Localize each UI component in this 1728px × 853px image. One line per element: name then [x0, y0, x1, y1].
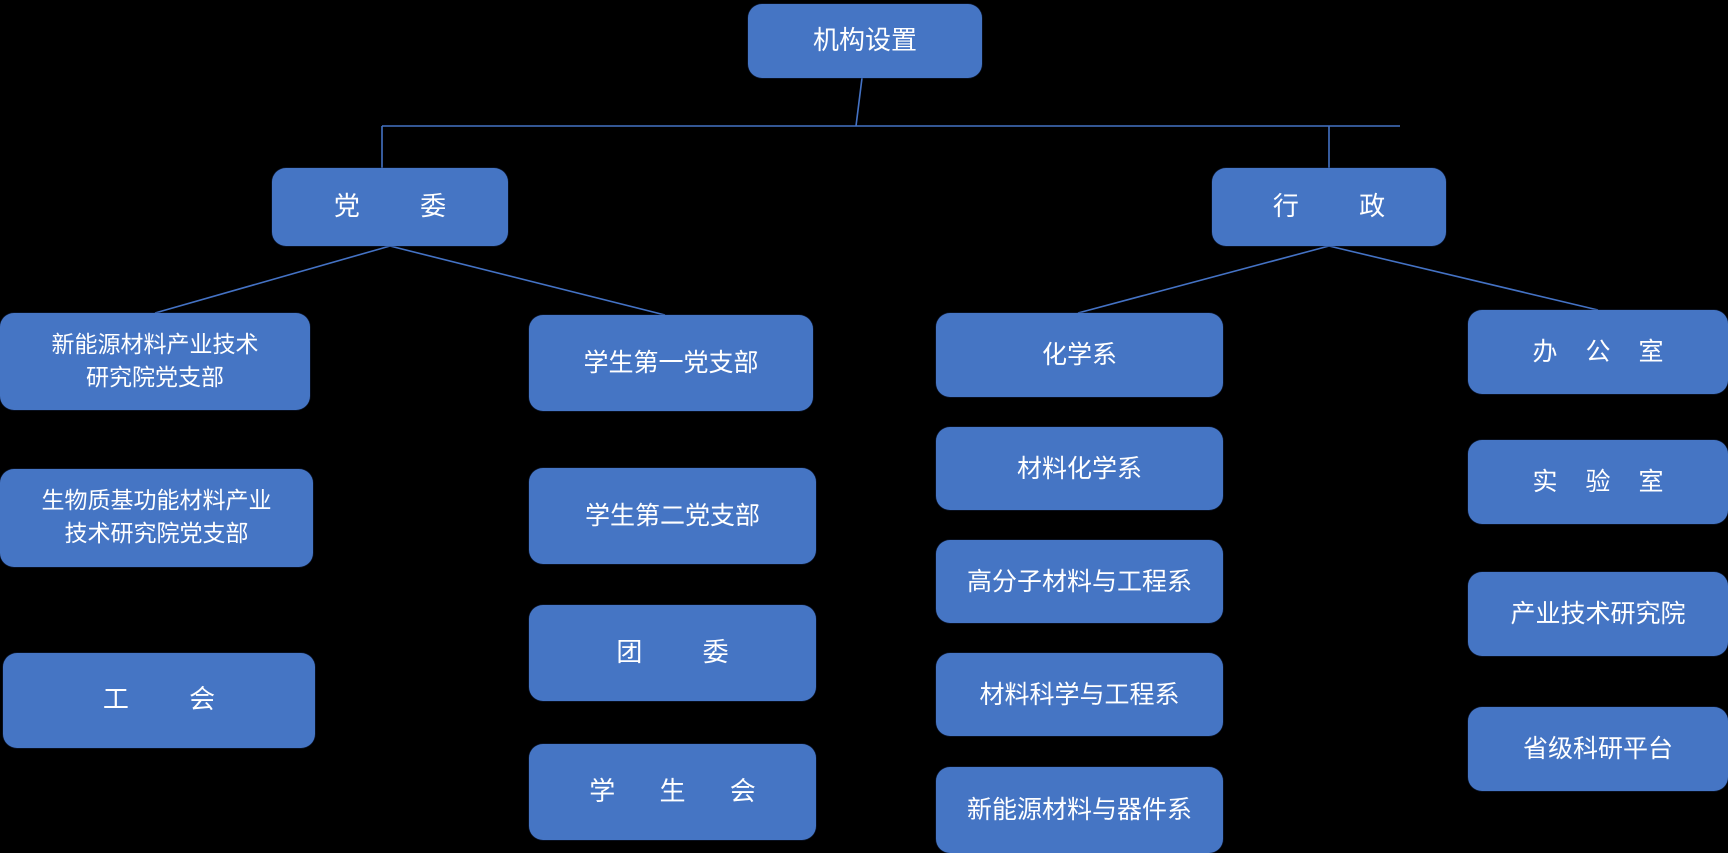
node-leaf-party-1-label: 生物质基功能材料产业 技术研究院党支部 — [41, 488, 272, 547]
node-leaf-admin-7-label: 产业技术研究院 — [1510, 599, 1686, 629]
node-leaf-admin-0-label: 化学系 — [1041, 340, 1117, 370]
node-leaf-admin-2[interactable]: 高分子材料与工程系 — [936, 540, 1223, 623]
connector-admin-to-col3 — [1077, 245, 1330, 314]
node-root[interactable]: 机构设置 — [748, 4, 982, 78]
node-leaf-party-0-label: 新能源材料产业技术 研究院党支部 — [51, 331, 259, 391]
node-leaf-party-3[interactable]: 学生第一党支部 — [529, 315, 813, 411]
node-branch-admin[interactable]: 行 政 — [1212, 168, 1446, 246]
node-leaf-party-2[interactable]: 工 会 — [3, 653, 315, 748]
node-leaf-party-5[interactable]: 团 委 — [529, 605, 816, 701]
connector-party-to-col1 — [154, 245, 391, 314]
node-leaf-admin-5[interactable]: 办 公 室 — [1468, 310, 1728, 394]
node-leaf-party-3-label: 学生第一党支部 — [583, 348, 759, 378]
node-leaf-admin-6[interactable]: 实 验 室 — [1468, 440, 1728, 524]
node-leaf-admin-3[interactable]: 材料科学与工程系 — [936, 653, 1223, 736]
node-leaf-party-0[interactable]: 新能源材料产业技术 研究院党支部 — [0, 313, 310, 410]
node-leaf-admin-1-label: 材料化学系 — [1016, 453, 1142, 483]
node-leaf-admin-5-label: 办 公 室 — [1532, 337, 1674, 367]
node-leaf-admin-3-label: 材料科学与工程系 — [979, 679, 1180, 709]
connector-party-to-col2 — [389, 245, 666, 316]
node-leaf-admin-2-label: 高分子材料与工程系 — [966, 566, 1192, 596]
node-leaf-admin-8-label: 省级科研平台 — [1522, 734, 1673, 764]
node-leaf-party-4[interactable]: 学生第二党支部 — [529, 468, 816, 564]
node-leaf-admin-4-label: 新能源材料与器件系 — [966, 795, 1192, 825]
node-leaf-party-1[interactable]: 生物质基功能材料产业 技术研究院党支部 — [0, 469, 313, 567]
node-leaf-admin-4[interactable]: 新能源材料与器件系 — [936, 767, 1223, 853]
node-leaf-admin-6-label: 实 验 室 — [1532, 467, 1674, 497]
node-leaf-party-6-label: 学 生 会 — [589, 776, 774, 807]
node-branch-party[interactable]: 党 委 — [272, 168, 508, 246]
node-root-label: 机构设置 — [812, 25, 917, 56]
node-leaf-party-5-label: 团 委 — [616, 637, 755, 668]
connector-admin-to-col4 — [1328, 245, 1599, 311]
node-leaf-admin-7[interactable]: 产业技术研究院 — [1468, 572, 1728, 656]
node-branch-party-label: 党 委 — [333, 191, 473, 222]
node-leaf-admin-0[interactable]: 化学系 — [936, 313, 1223, 397]
node-leaf-admin-1[interactable]: 材料化学系 — [936, 427, 1223, 510]
node-leaf-party-4-label: 学生第二党支部 — [584, 501, 760, 531]
connector-root-stem — [855, 77, 863, 127]
node-leaf-admin-8[interactable]: 省级科研平台 — [1468, 707, 1728, 791]
node-branch-admin-label: 行 政 — [1272, 191, 1412, 222]
node-leaf-party-6[interactable]: 学 生 会 — [529, 744, 816, 840]
node-leaf-party-2-label: 工 会 — [102, 685, 242, 716]
